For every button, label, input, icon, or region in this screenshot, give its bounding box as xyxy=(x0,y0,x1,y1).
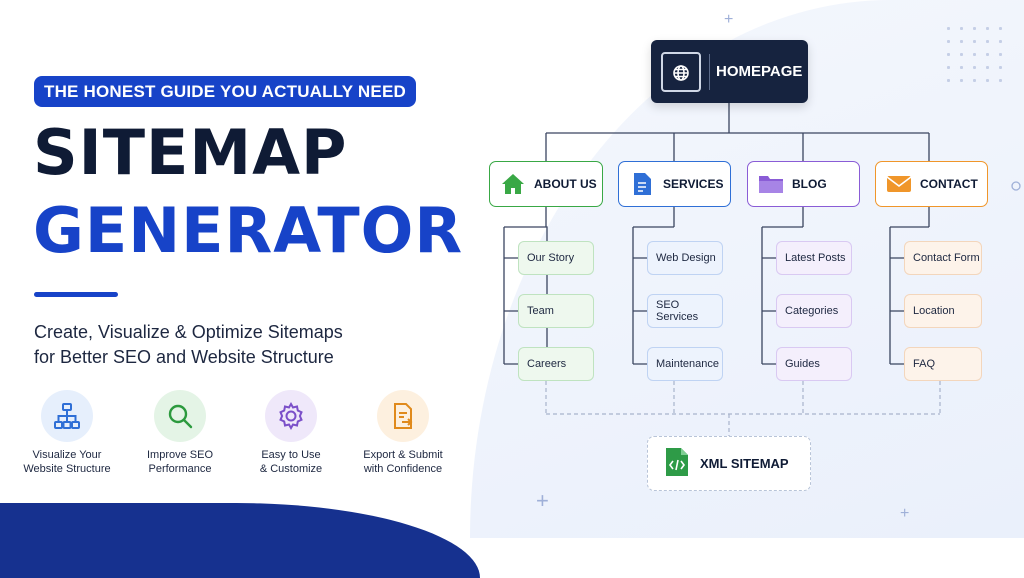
feature-label-line2: with Confidence xyxy=(363,463,443,475)
dot-grid-decoration xyxy=(942,22,1012,82)
page-location[interactable]: Location xyxy=(904,294,982,328)
xml-sitemap-node[interactable]: XML SITEMAP xyxy=(647,436,811,491)
page-categories[interactable]: Categories xyxy=(776,294,852,328)
section-services[interactable]: SERVICES xyxy=(618,161,731,207)
page-team[interactable]: Team xyxy=(518,294,594,328)
feature-visualize: Visualize Your Website Structure xyxy=(12,390,122,476)
page-web-design[interactable]: Web Design xyxy=(647,241,723,275)
feature-label-line1: Improve SEO xyxy=(146,449,214,461)
section-about-us[interactable]: ABOUT US xyxy=(489,161,603,207)
divider xyxy=(709,53,710,90)
feature-easy: Easy to Use & Customize xyxy=(236,390,346,476)
page-latest-posts[interactable]: Latest Posts xyxy=(776,241,852,275)
feature-label-line2: Website Structure xyxy=(23,463,111,475)
subtitle-line-1: Create, Visualize & Optimize Sitemaps xyxy=(34,322,343,342)
envelope-icon xyxy=(886,175,912,193)
globe-browser-icon xyxy=(661,51,701,92)
feature-label-line1: Visualize Your xyxy=(32,449,102,461)
page-seo-services[interactable]: SEO Services xyxy=(647,294,723,328)
page-maintenance[interactable]: Maintenance xyxy=(647,347,723,381)
magnifier-icon xyxy=(154,390,206,442)
feature-export: Export & Submit with Confidence xyxy=(348,390,458,476)
xml-file-icon xyxy=(664,447,690,480)
section-label: ABOUT US xyxy=(534,177,597,191)
xml-sitemap-label: XML SITEMAP xyxy=(700,456,789,471)
home-icon xyxy=(500,173,526,195)
page-faq[interactable]: FAQ xyxy=(904,347,982,381)
title-line-1: SITEMAP xyxy=(33,116,348,189)
sparkle-icon: + xyxy=(724,11,734,28)
feature-label-line1: Easy to Use xyxy=(261,449,321,461)
subtitle: Create, Visualize & Optimize Sitemaps fo… xyxy=(34,320,434,370)
folder-icon xyxy=(758,174,784,194)
diagram-connectors xyxy=(503,103,1021,436)
page-careers[interactable]: Careers xyxy=(518,347,594,381)
section-label: SERVICES xyxy=(663,177,724,191)
sitemap-icon xyxy=(41,390,93,442)
feature-seo: Improve SEO Performance xyxy=(125,390,235,476)
section-label: BLOG xyxy=(792,177,827,191)
subtitle-line-2: for Better SEO and Website Structure xyxy=(34,347,334,367)
guide-badge: THE HONEST GUIDE YOU ACTUALLY NEED xyxy=(34,76,416,107)
feature-label-line1: Export & Submit xyxy=(363,449,443,461)
title-line-2: GENERATOR xyxy=(33,194,464,267)
document-export-icon xyxy=(377,390,429,442)
document-icon xyxy=(629,172,655,196)
sparkle-icon: + xyxy=(900,505,910,522)
title-underline xyxy=(34,292,118,297)
section-label: CONTACT xyxy=(920,177,978,191)
gear-icon xyxy=(265,390,317,442)
page-our-story[interactable]: Our Story xyxy=(518,241,594,275)
section-blog[interactable]: BLOG xyxy=(747,161,860,207)
homepage-label: HOMEPAGE xyxy=(716,63,803,80)
feature-label-line2: Performance xyxy=(148,463,212,475)
section-contact[interactable]: CONTACT xyxy=(875,161,988,207)
page-contact-form[interactable]: Contact Form xyxy=(904,241,982,275)
feature-label-line2: & Customize xyxy=(259,463,323,475)
page-guides[interactable]: Guides xyxy=(776,347,852,381)
homepage-node[interactable]: HOMEPAGE xyxy=(651,40,808,103)
sparkle-icon: + xyxy=(536,488,549,513)
